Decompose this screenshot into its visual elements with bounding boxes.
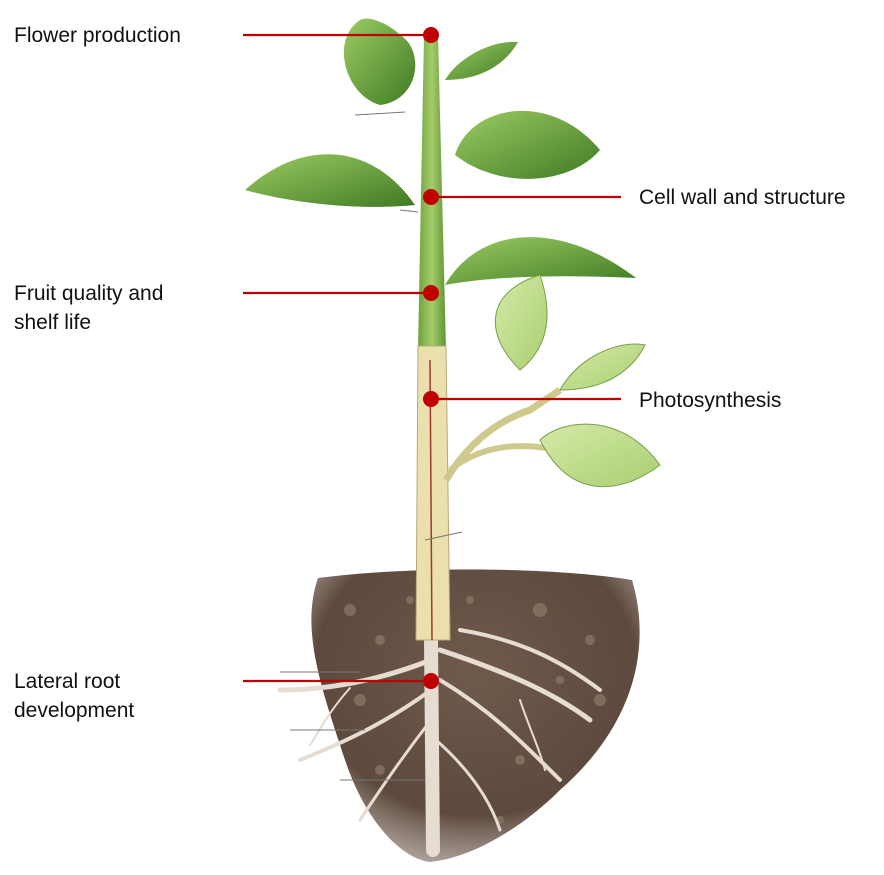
pointer-fruit-quality [243, 285, 439, 301]
label-photosynthesis: Photosynthesis [639, 386, 781, 415]
side-branch [446, 390, 560, 480]
label-lateral-root: Lateral root development [14, 667, 134, 725]
label-cell-wall: Cell wall and structure [639, 183, 846, 212]
label-fruit-quality-line-1: Fruit quality and [14, 279, 163, 308]
stem-cutaway [416, 346, 450, 640]
label-fruit-quality: Fruit quality and shelf life [14, 279, 163, 337]
label-fruit-quality-line-2: shelf life [14, 308, 163, 337]
pointer-lateral-root-dot [423, 673, 439, 689]
label-lateral-root-line-2: development [14, 696, 134, 725]
label-flower-production-line-1: Flower production [14, 21, 181, 50]
label-flower-production: Flower production [14, 21, 181, 50]
label-photosynthesis-line-1: Photosynthesis [639, 386, 781, 415]
pointer-photosynthesis [423, 391, 621, 407]
label-cell-wall-line-1: Cell wall and structure [639, 183, 846, 212]
label-lateral-root-line-1: Lateral root [14, 667, 134, 696]
pointer-cell-wall [423, 189, 621, 205]
pointer-fruit-quality-dot [423, 285, 439, 301]
pointer-cell-wall-dot [423, 189, 439, 205]
leaves [245, 19, 660, 487]
pointer-flower-production-dot [423, 27, 439, 43]
pointer-flower-production [243, 27, 439, 43]
pointer-photosynthesis-dot [423, 391, 439, 407]
